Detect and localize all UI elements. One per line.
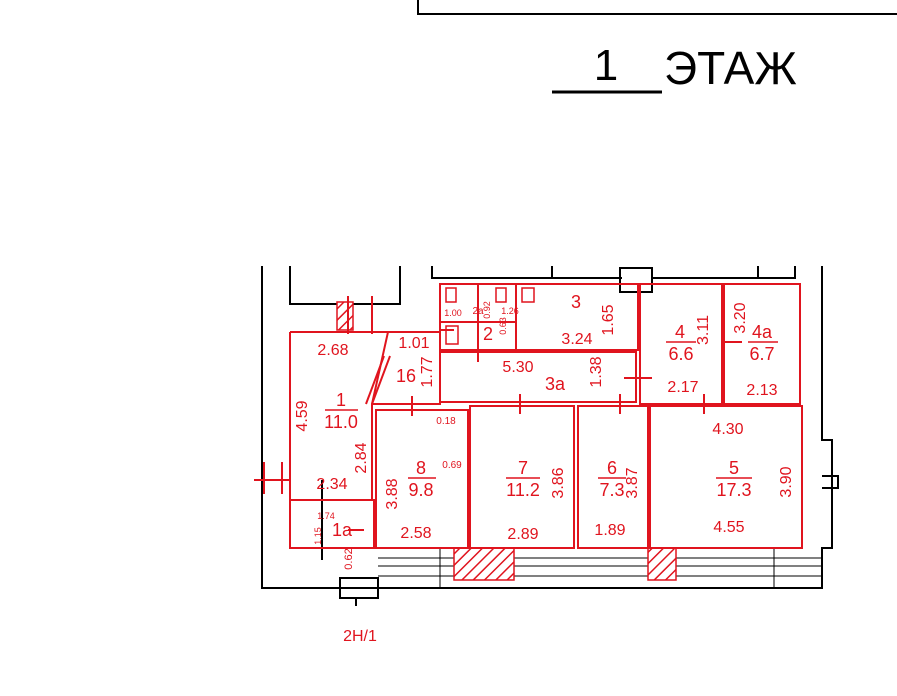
room-1-number: 1	[336, 390, 346, 410]
dim-label: 1.65	[600, 304, 617, 335]
title-block: 1 ЭТАЖ	[417, 0, 897, 94]
dim-label: 2.84	[353, 442, 370, 473]
floor-number: 1	[594, 41, 618, 90]
dim-label: 3.24	[561, 331, 592, 348]
dim-label: 1.77	[419, 356, 436, 387]
dim-label: 5.30	[502, 359, 533, 376]
entrance-label: 2Н/1	[343, 628, 377, 645]
dim-label: 2.17	[667, 379, 698, 396]
room-4a-area: 6.7	[749, 344, 774, 364]
room-7-number: 7	[518, 458, 528, 478]
dim-label: 1.00	[444, 308, 462, 318]
room-8-area: 9.8	[408, 480, 433, 500]
dim-label: 0.69	[442, 460, 462, 471]
floor-title: ЭТАЖ	[664, 42, 797, 94]
room-4-area: 6.6	[668, 344, 693, 364]
dimension-labels: 2.68 1.01 1.77 4.59 2.84 2.34 1.74 1.15 …	[294, 301, 795, 569]
dim-label: 2.34	[316, 476, 347, 493]
dim-label: 3.87	[624, 467, 641, 498]
dim-label: 2.89	[507, 526, 538, 543]
dim-label: 0.92	[482, 301, 492, 319]
dim-label: 3.86	[550, 467, 567, 498]
dim-label: 2.68	[317, 342, 348, 359]
dim-label: 3.20	[732, 302, 749, 333]
room-16-number: 16	[396, 366, 416, 386]
room-2-number: 2	[483, 324, 493, 344]
room-labels: 1 11.0 1а 2 2а 3 3а 16 4 6.6 4а 6.7 8 9.…	[324, 292, 778, 540]
dim-label: 4.59	[294, 400, 311, 431]
room-5-number: 5	[729, 458, 739, 478]
dim-label: 3.90	[778, 466, 795, 497]
room-1-area: 11.0	[324, 412, 358, 432]
dim-label: 0.62	[343, 548, 355, 569]
dim-label: 4.30	[712, 421, 743, 438]
room-5-area: 17.3	[716, 480, 751, 500]
dim-label: 4.55	[713, 519, 744, 536]
dim-label: 3.11	[695, 315, 712, 345]
dim-label: 1.01	[398, 335, 429, 352]
dim-label: 0.63	[498, 317, 508, 335]
dim-label: 1.26	[501, 306, 519, 316]
room-7-area: 11.2	[506, 480, 540, 500]
dim-label: 1.38	[588, 356, 605, 387]
room-4a-number: 4а	[752, 322, 773, 342]
dim-label: 2.13	[746, 382, 777, 399]
dim-label: 1.15	[313, 527, 323, 545]
dim-label: 1.74	[317, 511, 335, 521]
room-3a-number: 3а	[545, 374, 566, 394]
dim-label: 1.89	[594, 522, 625, 539]
room-8-number: 8	[416, 458, 426, 478]
room-outlines	[254, 283, 803, 549]
room-6-area: 7.3	[599, 480, 624, 500]
dim-label: 3.88	[384, 478, 401, 509]
room-1a-number: 1а	[332, 520, 353, 540]
room-2a-number: 2а	[472, 306, 484, 317]
room-3-number: 3	[571, 292, 581, 312]
room-6-number: 6	[607, 458, 617, 478]
building-walls	[261, 266, 839, 606]
dim-label: 2.58	[400, 525, 431, 542]
dim-label: 0.18	[436, 416, 456, 427]
room-4-number: 4	[675, 322, 685, 342]
